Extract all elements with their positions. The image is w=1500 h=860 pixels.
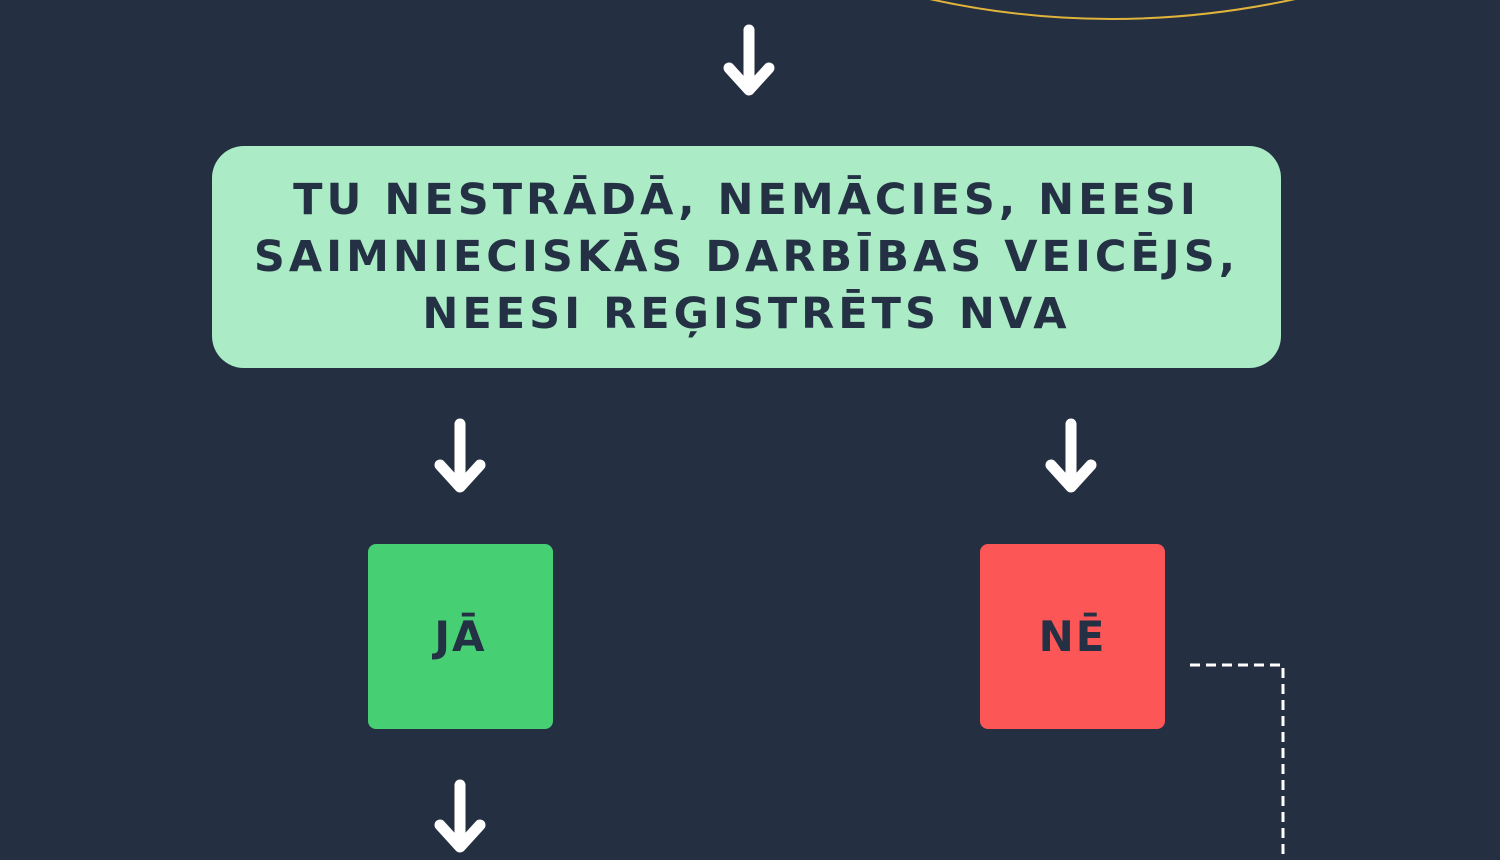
arrow-down-icon [434,779,486,853]
arrow-down-icon [1045,418,1097,493]
no-branch-dashed-connector [1190,663,1285,860]
condition-box: TU NESTRĀDĀ, NEMĀCIES, NEESI SAIMNIECISK… [212,146,1281,368]
arrow-down-icon [723,24,775,96]
condition-text: TU NESTRĀDĀ, NEMĀCIES, NEESI SAIMNIECISK… [253,174,1240,339]
arrow-down-icon [434,418,486,493]
yes-box: JĀ [368,544,553,729]
no-label: NĒ [1038,612,1107,661]
top-shape-outline [929,0,1296,20]
yes-label: JĀ [434,612,487,661]
no-box: NĒ [980,544,1165,729]
